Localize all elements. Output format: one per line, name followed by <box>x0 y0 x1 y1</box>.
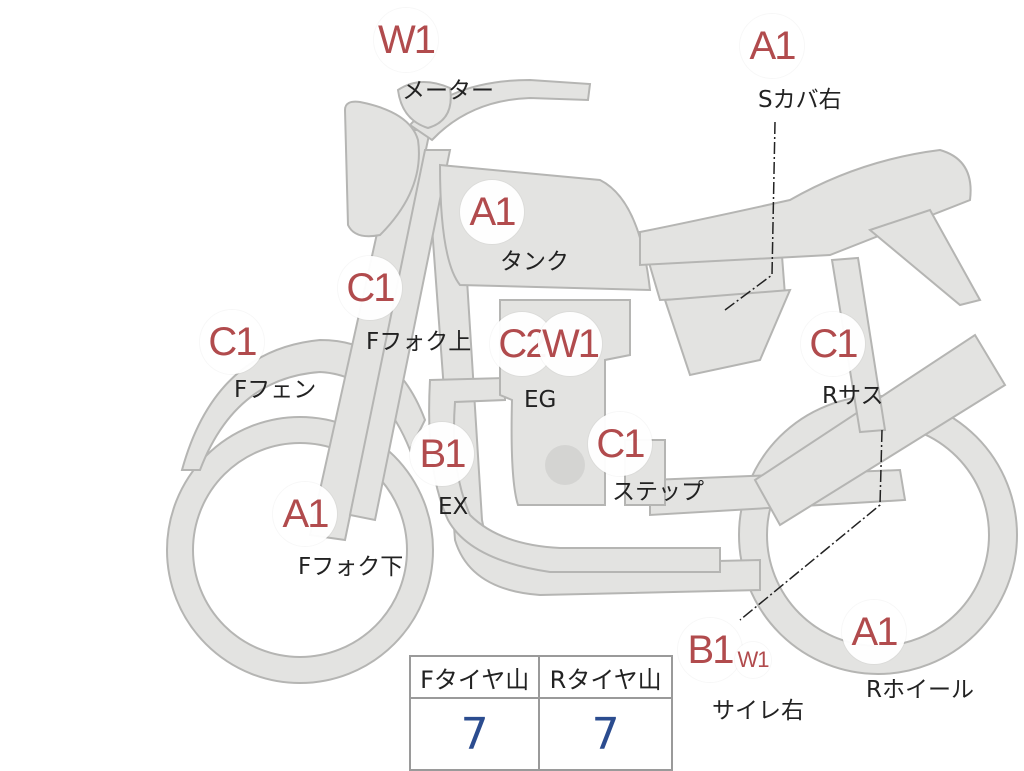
rear-tyre-value: 7 <box>538 697 673 771</box>
rear-wheel-label: Rホイール <box>866 677 974 703</box>
front-tyre-header: Fタイヤ山 <box>408 655 541 699</box>
tyre-tread-table: Fタイヤ山 Rタイヤ山 7 7 <box>408 655 673 771</box>
front-wheel-shape <box>167 417 433 683</box>
silencer-right-label: サイレ右 <box>712 698 804 724</box>
step-grade-badge: C1 <box>588 412 652 476</box>
tank-label: タンク <box>500 249 569 275</box>
tank-grade-badge: A1 <box>460 180 524 244</box>
front-tyre-value: 7 <box>408 697 541 771</box>
rear-suspension-label: Rサス <box>822 383 884 409</box>
step-label: ステップ <box>612 479 704 505</box>
side-cover-right-grade-badge: A1 <box>740 14 804 78</box>
seat-shape <box>639 148 972 267</box>
silencer-right-grade-badge-small: W1 <box>735 642 771 678</box>
front-fender-grade-badge: C1 <box>200 310 264 374</box>
exhaust-grade-badge: B1 <box>410 422 474 486</box>
headlight-shape <box>343 100 420 238</box>
silencer-right-grade-badge: B1 <box>678 618 742 682</box>
rear-fender-shape <box>867 208 982 307</box>
rear-wheel-grade-badge: A1 <box>842 600 906 664</box>
rear-suspension-grade-badge: C1 <box>801 312 865 376</box>
fork-upper-grade-badge: C1 <box>338 256 402 320</box>
rear-tyre-header: Rタイヤ山 <box>538 655 673 699</box>
fork-upper-label: Fフォク上 <box>366 329 472 355</box>
front-fender-label: Fフェン <box>234 377 317 403</box>
exhaust-label: EX <box>438 494 469 520</box>
fork-lower-label: Fフォク下 <box>298 554 404 580</box>
fork-lower-grade-badge: A1 <box>273 482 337 546</box>
side-cover-right-label: Sカバ右 <box>758 87 842 113</box>
meter-grade-badge: W1 <box>374 8 438 72</box>
engine-grade-badge-2: W1 <box>538 312 602 376</box>
meter-label: メーター <box>402 78 494 104</box>
engine-label: EG <box>524 387 557 413</box>
meter-shape <box>396 81 452 130</box>
